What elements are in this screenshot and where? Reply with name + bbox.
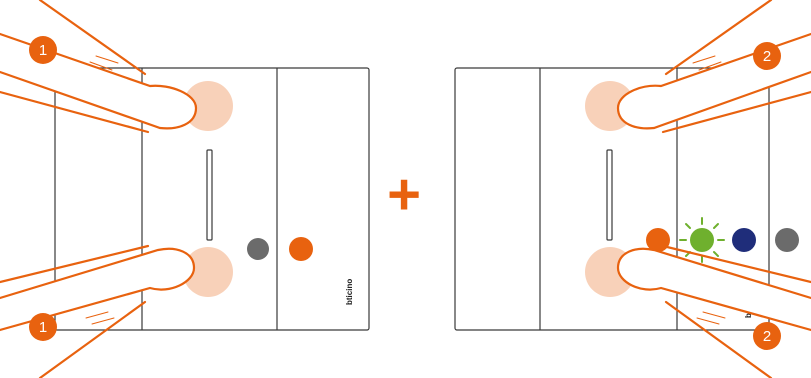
- left-top-step-number: 1: [39, 42, 47, 59]
- left-top-step-badge: 1: [29, 36, 57, 64]
- left-top-finger-icon: [0, 0, 198, 134]
- plus-sign: +: [387, 162, 421, 227]
- left-orange-led-icon: [289, 237, 313, 261]
- right-blue-led-icon: [732, 228, 756, 252]
- left-status-slot: [206, 149, 213, 241]
- right-status-slot: [606, 149, 613, 241]
- left-plate-outer: [54, 67, 370, 331]
- left-grey-led-icon: [247, 238, 269, 260]
- right-grey-led-icon: [775, 228, 799, 252]
- right-top-finger-icon: [616, 0, 811, 134]
- left-panel: bticino 1 1: [0, 0, 370, 378]
- right-bottom-step-number: 2: [763, 328, 771, 345]
- right-green-blinking-led-icon: [679, 217, 725, 263]
- right-bottom-finger-icon: [616, 244, 811, 378]
- right-top-step-number: 2: [763, 48, 771, 65]
- right-plate-outer: [454, 67, 770, 331]
- right-top-step-badge: 2: [753, 42, 781, 70]
- left-brand-logo: bticino: [345, 279, 354, 305]
- left-bottom-finger-icon: [0, 244, 196, 378]
- left-top-touch-glow-icon: [183, 81, 233, 131]
- left-bottom-step-number: 1: [39, 319, 47, 336]
- left-bottom-step-badge: 1: [29, 313, 57, 341]
- left-bottom-touch-glow-icon: [183, 247, 233, 297]
- right-bottom-step-badge: 2: [753, 322, 781, 350]
- right-panel: bticino: [454, 0, 811, 378]
